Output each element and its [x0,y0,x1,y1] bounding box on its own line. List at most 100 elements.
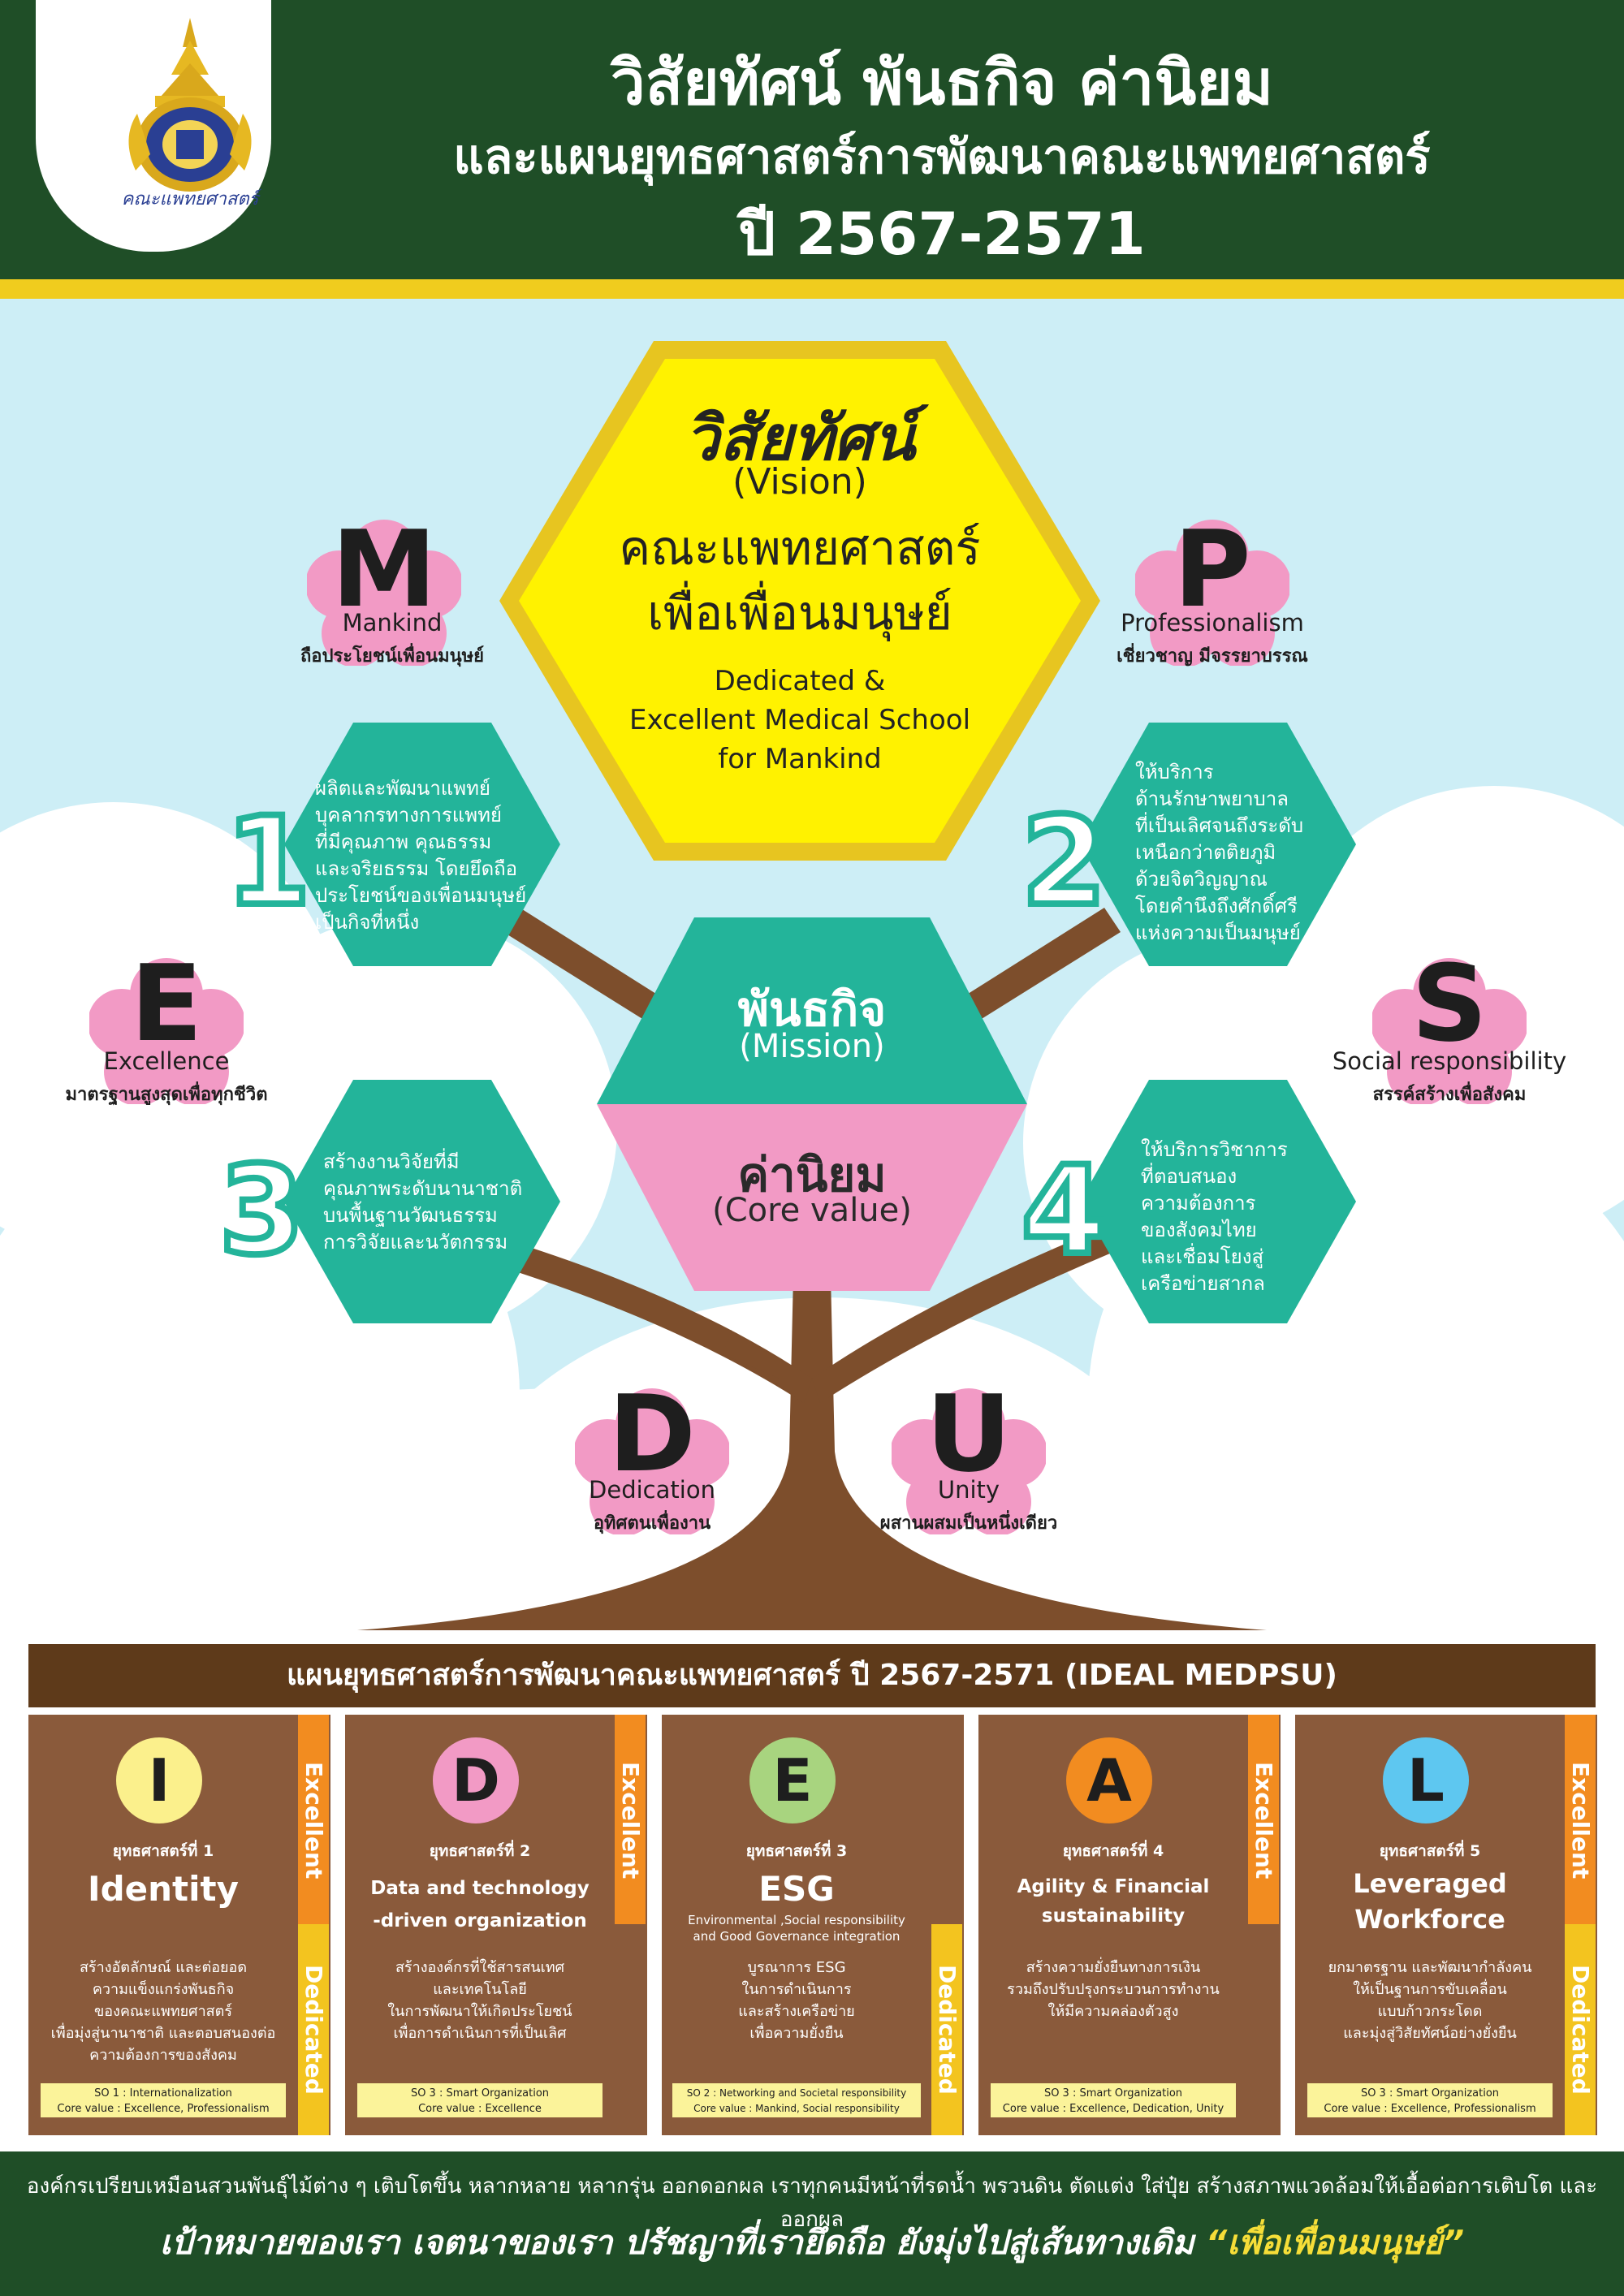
mission-subtitle: (Mission) [739,1028,885,1065]
mission-line: และจริยธรรม โดยยึดถือ [315,857,518,880]
mission-hexagon-2 [1080,723,1356,966]
strategy-letter-circle: D [433,1737,519,1823]
strategy-so-box: SO 2 : Networking and Societal responsib… [672,2083,921,2117]
value-en-e: Excellence [103,1047,230,1075]
value-letter-u: U [926,1372,1012,1495]
so-text: SO 2 : Networking and Societal responsib… [686,2087,907,2099]
header-title-line1: วิสัยทัศน์ พันธกิจ ค่านิยม [611,46,1273,119]
mission-number-4: 4 [1018,1137,1109,1285]
desc-line: บูรณาการ ESG [747,1959,846,1976]
name-line: Leveraged [1353,1868,1507,1899]
flower-unity [892,1388,1046,1534]
side-tab-excellent [615,1715,646,1924]
desc-line: และเทคโนโลยี [433,1981,527,1998]
mission-line: ของสังคมไทย [1141,1219,1257,1241]
side-tab-dedicated [298,1924,329,2135]
mission-hexagon-1 [284,723,560,966]
mission-line: ผลิตและพัฒนาแพทย์ [315,777,490,800]
svg-text:คณะแพทยศาสตร์: คณะแพทยศาสตร์ [122,188,263,209]
desc-line: ความต้องการของสังคม [89,2047,237,2064]
value-letter-m: M [331,507,437,631]
mission-line: บนพื้นฐานวัฒนธรรม [323,1204,498,1227]
university-seal-icon: คณะแพทยศาสตร์ [122,18,263,209]
value-letter-p: P [1173,507,1251,631]
so-text: SO 3 : Smart Organization [1360,2087,1500,2100]
desc-line: ความแข็งแกร่งพันธกิจ [92,1981,235,1998]
value-th-s: สรรค์สร้างเพื่อสังคม [1372,1085,1527,1105]
strategy-so-box: SO 3 : Smart Organization Core value : E… [991,2083,1236,2117]
mission-text-1: ผลิตและพัฒนาแพทย์ บุคลากรทางการแพทย์ ที่… [315,775,551,936]
strategy-description: สร้างองค์กรที่ใช้สารสนเทศ และเทคโนโลยี ใ… [353,1957,607,2044]
strategy-letter-circle: A [1066,1737,1152,1823]
mission-line: และเชื่อมโยงสู่ [1141,1245,1264,1268]
flower-mankind [307,520,461,666]
mission-text-4: ให้บริการวิชาการ ที่ตอบสนอง ความต้องการ … [1141,1137,1352,1297]
desc-line: สร้างอัตลักษณ์ และต่อยอด [79,1959,248,1976]
vision-en-statement: Dedicated & Excellent Medical School for… [568,662,1031,779]
value-th-m: ถือประโยชน์เพื่อนมนุษย์ [300,646,484,667]
core-value-text: Core value : Mankind, Social responsibil… [693,2103,900,2114]
footer-statement: องค์กรเปรียบเหมือนสวนพันธุ์ไม้ต่าง ๆ เติ… [26,2174,1598,2232]
desc-line: แบบก้าวกระโดด [1377,2003,1483,2020]
header-gold-stripe [0,279,1624,299]
core-value-subtitle: (Core value) [712,1192,912,1229]
mission-number-1: 1 [222,788,313,936]
mission-line: ความต้องการ [1141,1192,1256,1215]
value-th-u: ผสานผสมเป็นหนึ่งเดียว [879,1513,1058,1534]
desc-line: ในการพัฒนาให้เกิดประโยชน์ [387,2003,572,2020]
value-en-s: Social responsibility [1332,1047,1567,1075]
name-line: sustainability [1041,1905,1186,1927]
core-value-text: Core value : Excellence, Professionalism [1324,2103,1536,2115]
desc-line: รวมถึงปรับปรุงกระบวนการทำงาน [1007,1981,1220,1998]
vision-title: วิสัยทัศน์ [685,402,915,474]
footer-banner [0,2151,1624,2296]
desc-line: ของคณะแพทยศาสตร์ [93,2003,233,2020]
mission-core-hexagon [597,917,1027,1291]
side-label-dedicated: Dedicated [934,1965,961,2095]
header-title-line3: ปี 2567-2571 [738,200,1146,268]
footer-slogan-main: เป้าหมายของเรา เจตนาของเรา ปรัชญาที่เราย… [159,2223,1194,2262]
value-th-p: เชี่ยวชาญ มีจรรยาบรรณ [1116,646,1308,667]
side-label-dedicated: Dedicated [300,1965,327,2095]
strategy-description: ยกมาตรฐาน และพัฒนากำลังคน ให้เป็นฐานการข… [1303,1957,1557,2044]
strategy-description: สร้างความยั่งยืนทางการเงิน รวมถึงปรับปรุ… [987,1957,1240,2022]
desc-line: สร้างความยั่งยืนทางการเงิน [1026,1959,1201,1976]
mission-line: ให้บริการวิชาการ [1141,1138,1288,1161]
flower-excellence [89,958,244,1104]
value-en-u: Unity [937,1476,1000,1504]
so-text: SO 3 : Smart Organization [1043,2087,1183,2100]
strategy-description: สร้างอัตลักษณ์ และต่อยอด ความแข็งแกร่งพั… [37,1957,290,2066]
vision-thai-statement: คณะแพทยศาสตร์ เพื่อเพื่อนมนุษย์ [568,516,1031,645]
sub-line: and Good Governance integration [693,1929,901,1944]
side-label-dedicated: Dedicated [1567,1965,1594,2095]
core-value-title: ค่านิยม [737,1147,887,1202]
strategy-so-box: SO 3 : Smart Organization Core value : E… [1307,2083,1553,2117]
mission-line: ประโยชน์ของเพื่อนมนุษย์ [315,884,527,907]
core-value-text: Core value : Excellence, Dedication, Uni… [1002,2103,1224,2115]
mission-line: เหนือกว่าตติยภูมิ [1135,841,1276,864]
side-label-excellent: Excellent [1250,1762,1277,1880]
vision-title-en: (Vision) [732,461,867,503]
side-tab-excellent [1565,1715,1596,1924]
flower-dedication [575,1388,729,1534]
mission-line: บุคลากรทางการแพทย์ [315,804,502,826]
desc-line: ยกมาตรฐาน และพัฒนากำลังคน [1328,1959,1532,1976]
vision-thai-line: เพื่อเพื่อนมนุษย์ [647,585,952,641]
core-value-text: Core value : Excellence, Professionalism [57,2103,270,2115]
strategy-name: Identity [87,1869,239,1909]
desc-line: และสร้างเครือข่าย [738,2003,855,2020]
footer-slogan: เป้าหมายของเรา เจตนาของเรา ปรัชญาที่เราย… [16,2216,1608,2269]
tree-graphic [357,908,1267,1630]
vision-en-line: for Mankind [718,743,882,775]
vision-hexagon [499,341,1100,861]
header-title-line2: และแผนยุทธศาสตร์การพัฒนาคณะแพทยศาสตร์ [453,129,1431,184]
strategy-name: ESG [758,1869,835,1909]
desc-line: และมุ่งสู่วิสัยทัศน์อย่างยั่งยืน [1343,2025,1517,2042]
so-text: SO 1 : Internationalization [94,2087,232,2100]
strategy-name: Agility & Financial sustainability [978,1872,1248,1931]
desc-line: ในการดำเนินการ [741,1981,852,1998]
value-en-m: Mankind [342,609,443,637]
mission-line: ที่ตอบสนอง [1141,1165,1237,1188]
flower-professionalism [1135,520,1289,666]
vision-thai-line: คณะแพทยศาสตร์ [619,520,981,576]
